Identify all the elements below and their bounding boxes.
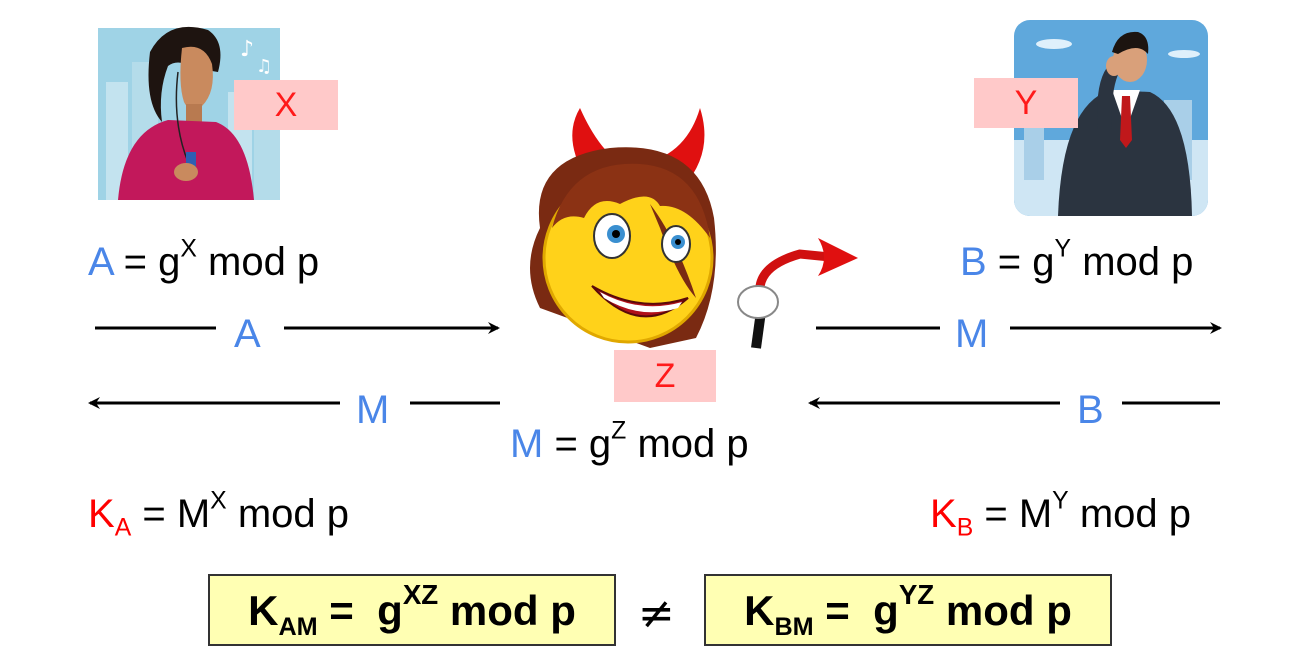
equation-m-var: M — [510, 422, 544, 466]
key-box-right: KBM = gYZ mod p — [704, 574, 1112, 646]
arrow-z-to-b-label: M — [955, 312, 989, 356]
mallory-illustration — [500, 108, 860, 370]
equation-b: B = gY mod p — [960, 235, 1194, 284]
svg-text:♫: ♫ — [256, 56, 272, 77]
equation-m: M = gZ mod p — [510, 417, 749, 466]
equation-kb-var: KB — [930, 492, 974, 542]
alice-label: X — [234, 80, 338, 130]
arrow-a-to-z-label: A — [234, 312, 261, 356]
equation-a-var: A — [88, 240, 113, 284]
arrow-b-to-z-label: B — [1077, 388, 1104, 432]
equation-ka: KA = MX mod p — [88, 487, 349, 542]
equation-a: A = gX mod p — [88, 235, 320, 284]
not-equal-symbol: ≠ — [638, 588, 675, 639]
equation-ka-var: KA — [88, 492, 132, 542]
equation-kb: KB = MY mod p — [930, 487, 1191, 542]
bob-illustration — [1014, 20, 1208, 216]
bob-label: Y — [974, 78, 1078, 128]
mallory-label: Z — [614, 350, 716, 402]
key-box-left: KAM = gXZ mod p — [208, 574, 616, 646]
svg-text:♪: ♪ — [240, 37, 254, 62]
arrow-z-to-a-label: M — [356, 388, 390, 432]
equation-b-var: B — [960, 240, 987, 284]
alice-illustration: ♪ ♫ — [98, 22, 280, 200]
